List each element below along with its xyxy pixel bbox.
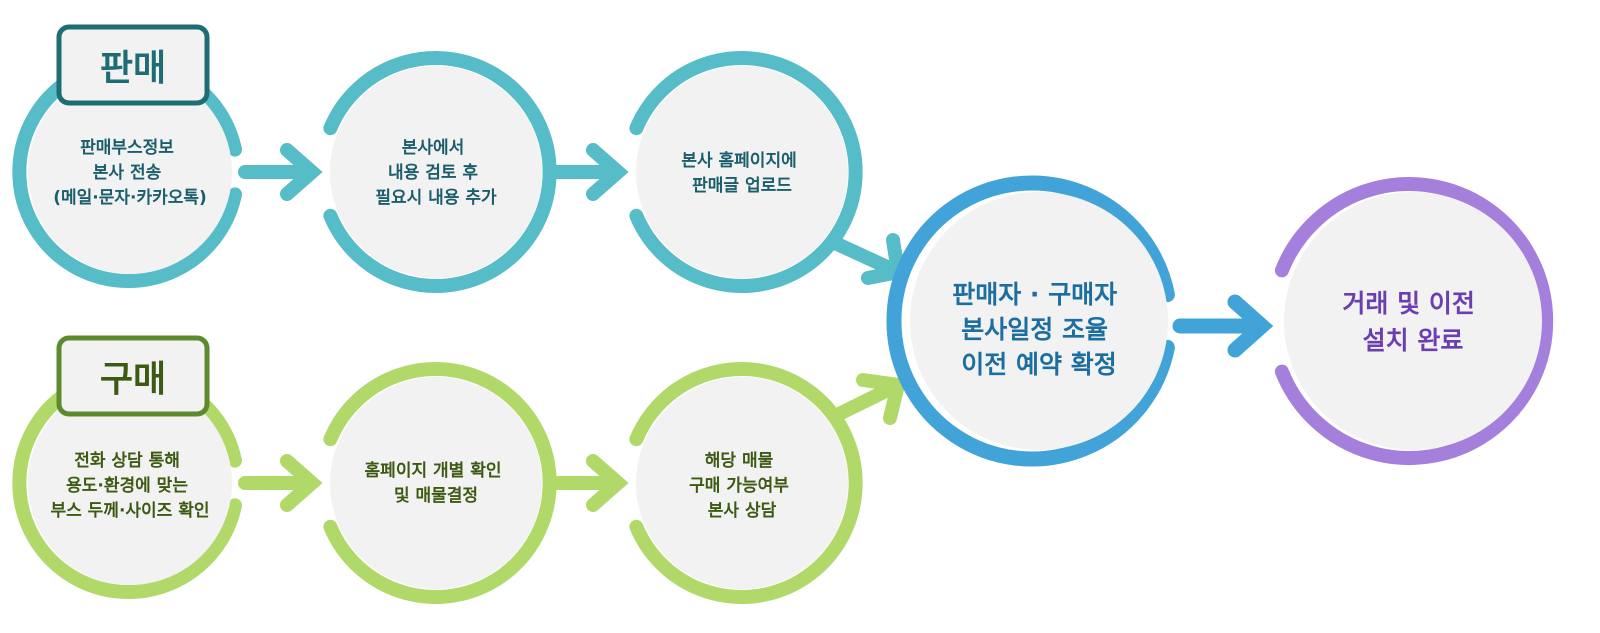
buy-step-1-circle	[28, 381, 232, 585]
sell-step-2-line-2: 내용 검토 후	[388, 162, 478, 183]
sell-step-1-line-1: 판매부스정보	[80, 138, 174, 158]
center-arrow	[1172, 294, 1274, 358]
sell-step-3-line-1: 본사 홈페이지에	[681, 150, 796, 171]
center-step-circle	[910, 192, 1168, 450]
buy-step-3-line-2: 구매 가능여부	[689, 476, 789, 496]
final-step-line-2: 설치 완료	[1363, 326, 1464, 355]
sell-step-2-circle	[330, 66, 542, 278]
svg-text:전화 상담 통해 용도·환경에 맞는: 전화 상담 통해 용도·환경에 맞는 부스 두께·사이즈 확인	[50, 451, 209, 521]
sell-step-3-circle	[636, 66, 848, 278]
sell-arrow-1	[238, 143, 323, 201]
buy-arrow-3	[828, 373, 907, 425]
buy-step-3-line-1: 해당 매물	[705, 451, 774, 471]
buy-step-3-line-3: 본사 상담	[708, 501, 777, 521]
buy-arrow-1	[238, 454, 323, 512]
center-step-line-1: 판매자 · 구매자	[952, 280, 1117, 309]
sell-step-3: 본사 홈페이지에 판매글 업로드	[629, 51, 863, 293]
sell-badge: 판매	[56, 24, 210, 106]
final-step-circle	[1284, 192, 1542, 450]
sell-step-1-line-3: (메일·문자·카카오톡)	[53, 188, 207, 208]
svg-text:해당 매물 구매 가능여부 본사 상: 해당 매물 구매 가능여부 본사 상담	[689, 451, 795, 521]
sell-arrow-3	[828, 233, 906, 285]
buy-step-1-line-3: 부스 두께·사이즈 확인	[50, 501, 209, 521]
final-step-ring	[1274, 177, 1554, 465]
center-step-line-3: 이전 예약 확정	[961, 350, 1116, 379]
buy-badge-label: 구매	[100, 359, 166, 400]
sell-badge-label: 판매	[100, 48, 166, 89]
svg-text:본사 홈페이지에 판매글 업로드: 본사 홈페이지에 판매글 업로드	[681, 150, 802, 196]
svg-text:본사에서 내용 검토 후 필요시 내: 본사에서 내용 검토 후 필요시 내용 추가	[375, 138, 497, 208]
svg-text:판매부스정보 본사 전송 (메일·문: 판매부스정보 본사 전송 (메일·문자·카카오톡)	[53, 138, 207, 208]
buy-step-1: 전화 상담 통해 용도·환경에 맞는 부스 두께·사이즈 확인	[12, 367, 242, 599]
center-step-line-2: 본사일정 조율	[961, 315, 1108, 344]
svg-text:홈페이지 개별 확인 및 매물결정: 홈페이지 개별 확인 및 매물결정	[365, 460, 508, 506]
sell-step-1-line-2: 본사 전송	[93, 163, 162, 183]
buy-step-3-ring	[629, 362, 863, 604]
buy-step-3-circle	[636, 377, 848, 589]
sell-step-3-line-2: 판매글 업로드	[692, 176, 792, 196]
buy-badge: 구매	[56, 335, 210, 417]
sell-step-2: 본사에서 내용 검토 후 필요시 내용 추가	[323, 51, 557, 293]
buy-step-1-line-2: 용도·환경에 맞는	[66, 476, 188, 496]
final-step-line-1: 거래 및 이전	[1342, 289, 1474, 318]
sell-step-2-line-3: 필요시 내용 추가	[375, 188, 497, 208]
buy-step-2-circle	[330, 377, 542, 589]
buy-step-3: 해당 매물 구매 가능여부 본사 상담	[629, 362, 863, 604]
buy-step-2-line-2: 및 매물결정	[394, 486, 478, 506]
sell-step-3-ring	[629, 51, 863, 293]
buy-step-2-line-1: 홈페이지 개별 확인	[365, 460, 502, 481]
buy-step-2: 홈페이지 개별 확인 및 매물결정	[323, 362, 557, 604]
svg-text:판매자 · 구매자 본사일정 조율: 판매자 · 구매자 본사일정 조율 이전 예약 확정	[952, 280, 1126, 379]
svg-text:거래 및 이전 설치 완료: 거래 및 이전 설치 완료	[1342, 289, 1483, 355]
buy-step-1-line-1: 전화 상담 통해	[74, 451, 180, 471]
center-step-ring	[886, 175, 1175, 467]
sell-step-1-circle	[28, 70, 232, 274]
sell-arrow-2	[546, 143, 629, 201]
center-step: 판매자 · 구매자 본사일정 조율 이전 예약 확정	[886, 175, 1175, 467]
sell-step-2-line-1: 본사에서	[402, 138, 465, 158]
final-step: 거래 및 이전 설치 완료	[1274, 177, 1554, 465]
buy-arrow-2	[546, 454, 629, 512]
